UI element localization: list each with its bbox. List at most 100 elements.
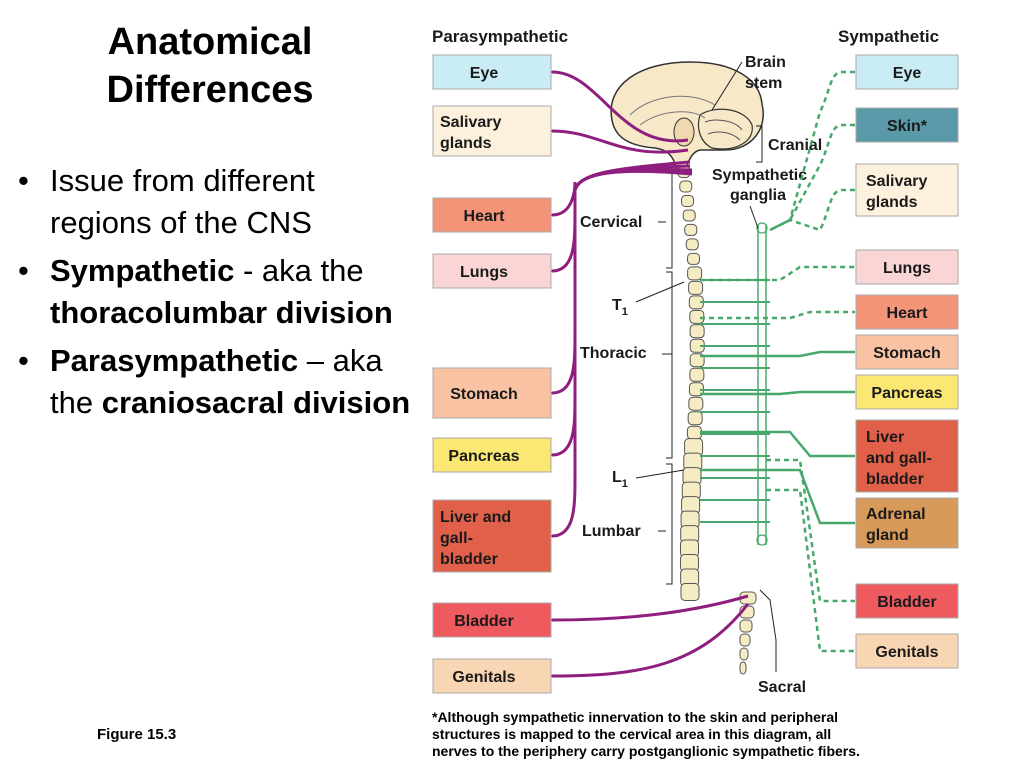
organ-label: Stomach [873, 345, 941, 362]
organ-label: Eye [893, 65, 922, 82]
para-organ-box: Salivary glands [432, 105, 552, 157]
vertebra [687, 252, 701, 265]
organ-label: Skin* [887, 118, 928, 135]
vertebra [689, 324, 705, 339]
symp-organ-box: Lungs [855, 249, 959, 285]
vertebra [684, 223, 698, 236]
organ-label: Adrenal [866, 506, 926, 523]
lumbar-label: Lumbar [582, 523, 641, 540]
vertebra [682, 209, 696, 222]
organ-label: and gall- [866, 450, 932, 467]
symp-organ-box: Skin* [855, 107, 959, 143]
organ-label: Liver and [440, 509, 511, 526]
sacral-label: Sacral [758, 679, 806, 696]
organ-label: glands [866, 194, 918, 211]
symp-organ-box: Genitals [855, 633, 959, 669]
sympathetic-fiber [700, 468, 855, 525]
vertebra [688, 396, 704, 411]
organ-label: Lungs [460, 264, 508, 281]
sympathetic-fiber [766, 488, 855, 653]
t1-label: T1 [612, 297, 628, 318]
sacral-vertebra [739, 661, 747, 675]
thoracic-label: Thoracic [580, 345, 647, 362]
symp-organ-box: Eye [855, 54, 959, 90]
sacral-vertebra [739, 619, 753, 633]
parasympathetic-fiber [551, 603, 750, 678]
footnote-line: nerves to the periphery carry postgangli… [432, 743, 860, 759]
vertebra [679, 180, 693, 193]
organ-label: Pancreas [448, 448, 519, 465]
para-organ-box: Eye [432, 54, 552, 90]
parasympathetic-header: Parasympathetic [432, 27, 568, 46]
organ-label: bladder [440, 551, 498, 568]
slide-title: Anatomical Differences [60, 18, 360, 114]
organ-label: Pancreas [871, 385, 942, 402]
symp-organ-box: Heart [855, 294, 959, 330]
cervical-label: Cervical [580, 214, 642, 231]
organ-label: gland [866, 527, 909, 544]
cranial-label: Cranial [768, 137, 822, 154]
sympathetic-ganglia-label: Sympathetic [712, 167, 807, 184]
vertebra [687, 266, 703, 281]
organ-label: Stomach [450, 386, 518, 403]
para-organ-box: Liver and gall-bladder [432, 499, 552, 573]
para-organ-box: Genitals [432, 658, 552, 694]
symp-organ-box: Salivary glands [855, 163, 959, 217]
sympathetic-fiber [700, 350, 855, 358]
figure-reference: Figure 15.3 [97, 726, 177, 743]
organ-label: Lungs [883, 260, 931, 277]
organ-label: Liver [866, 429, 904, 446]
bullet-bold: thoracolumbar division [50, 295, 393, 330]
vertebra [681, 194, 695, 207]
sympathetic-fiber [766, 458, 855, 603]
sympathetic-fiber [700, 265, 855, 282]
parasympathetic-fiber [551, 169, 693, 538]
anatomical-labels: Brain stem Cranial Sympathetic ganglia C… [580, 54, 822, 696]
vertebra [688, 280, 704, 295]
para-organ-box: Lungs [432, 253, 552, 289]
brain-stem-label-2: stem [745, 75, 782, 92]
sympathetic-ganglia-label-2: ganglia [730, 187, 786, 204]
sympathetic-fiber [700, 430, 855, 458]
organ-label: glands [440, 135, 492, 152]
bullet-item: Sympathetic - aka the thoracolumbar divi… [14, 250, 414, 334]
organ-label: Genitals [875, 644, 938, 661]
parasympathetic-fiber [551, 594, 749, 622]
sympathetic-nerves [700, 66, 869, 657]
title-line-2: Differences [106, 69, 314, 111]
sympathetic-fiber [769, 123, 855, 232]
bullet-text: - aka the [234, 253, 364, 288]
sacral-vertebra [739, 647, 749, 661]
organ-label: Bladder [877, 594, 937, 611]
bullet-text: Issue from different regions of the CNS [50, 163, 315, 240]
para-organ-box: Heart [432, 197, 552, 233]
bullet-text: – aka the [50, 343, 383, 420]
organ-label: Salivary [440, 114, 501, 131]
symp-organ-box: Pancreas [855, 374, 959, 410]
symp-organ-box: Bladder [855, 583, 959, 619]
organ-label: Salivary [866, 173, 927, 190]
sympathetic-fiber [769, 70, 855, 232]
vertebra [685, 238, 699, 251]
sympathetic-fiber [700, 390, 855, 396]
para-organ-box: Pancreas [432, 437, 552, 473]
brain-illustration [610, 61, 764, 173]
para-organ-box: Bladder [432, 602, 552, 638]
vertebra [687, 411, 703, 426]
bullet-item: Parasympathetic – aka the craniosacral d… [14, 340, 414, 424]
bullet-list: Issue from different regions of the CNS … [14, 160, 414, 430]
l1-label: L1 [612, 469, 628, 490]
footnote-line: structures is mapped to the cervical are… [432, 726, 832, 742]
brain-stem-label: Brain [745, 54, 786, 71]
bullet-bold: Parasympathetic [50, 343, 299, 378]
organ-label: gall- [440, 530, 473, 547]
organ-label: Heart [464, 208, 506, 225]
sympathetic-header: Sympathetic [838, 27, 939, 46]
organ-label: Heart [887, 305, 929, 322]
organ-label: Eye [470, 65, 499, 82]
organ-label: bladder [866, 471, 924, 488]
parasympathetic-nerves [536, 66, 750, 682]
bullet-bold: craniosacral division [101, 385, 411, 420]
